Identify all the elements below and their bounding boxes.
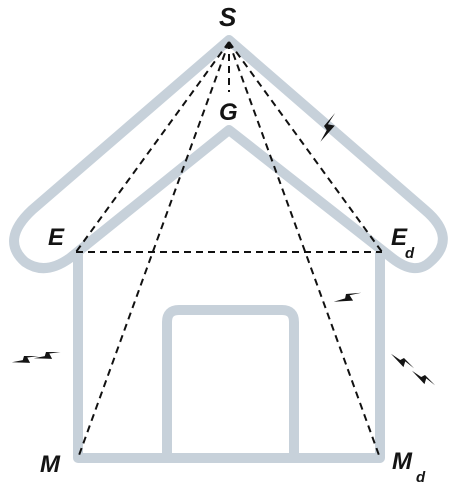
lightning-icon bbox=[332, 287, 363, 309]
construction-lines bbox=[75, 41, 383, 459]
line-S-Md bbox=[228, 41, 381, 459]
label-Ed: E bbox=[391, 224, 408, 251]
lightning-icon bbox=[388, 352, 438, 389]
label-S: S bbox=[219, 2, 237, 32]
line-S-M bbox=[77, 41, 230, 459]
label-Ed-subscript: d bbox=[405, 245, 415, 262]
house-walls bbox=[73, 252, 385, 463]
roof-outline bbox=[9, 35, 448, 273]
label-Md: M bbox=[392, 448, 413, 475]
label-G: G bbox=[219, 99, 238, 126]
label-Md-subscript: d bbox=[416, 469, 426, 486]
lightning-icon bbox=[11, 347, 62, 369]
door-outline bbox=[162, 305, 299, 458]
line-S-Ed bbox=[228, 41, 383, 253]
label-E: E bbox=[48, 224, 65, 251]
label-M: M bbox=[40, 451, 61, 478]
line-S-E bbox=[75, 41, 230, 253]
